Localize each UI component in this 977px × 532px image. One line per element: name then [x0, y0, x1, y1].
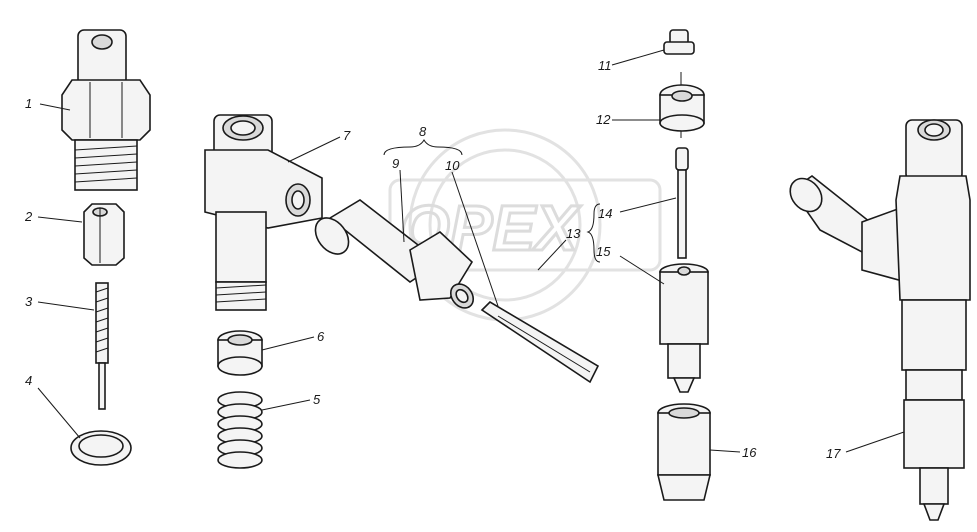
- callout-1: 1: [25, 96, 32, 111]
- part-16-nozzle-nut: [656, 403, 712, 501]
- callout-7: 7: [343, 128, 351, 143]
- callout-10: 10: [445, 158, 460, 173]
- callout-labels: 1 2 3 4 5 6 7 8 9 10 11 12 13 14 15 16 1…: [24, 58, 841, 461]
- callout-14: 14: [598, 206, 612, 221]
- part-9-diagonal-fitting: [314, 199, 475, 309]
- part-10-flat-bar: [480, 300, 600, 384]
- callout-11: 11: [598, 58, 612, 73]
- callout-4: 4: [25, 373, 32, 388]
- part-5-spring: [217, 391, 263, 469]
- callout-15: 15: [596, 244, 611, 259]
- part-4-washer: [70, 430, 132, 466]
- part-1-union-fitting: [61, 29, 151, 191]
- callout-3: 3: [25, 294, 33, 309]
- callout-8: 8: [419, 124, 427, 139]
- leader-lines: [37, 49, 905, 453]
- callout-12: 12: [596, 112, 611, 127]
- part-17-assembled-injector: [789, 119, 971, 521]
- part-12-valve-body: [659, 72, 705, 138]
- callout-5: 5: [313, 392, 321, 407]
- part-11-cap: [663, 29, 695, 55]
- part-2-small-nut: [83, 203, 125, 266]
- part-6-sleeve: [217, 330, 263, 376]
- part-14-needle: [675, 147, 689, 259]
- part-3-rod: [95, 282, 109, 410]
- callout-17: 17: [826, 446, 841, 461]
- callout-13: 13: [566, 226, 581, 241]
- callout-2: 2: [24, 209, 33, 224]
- callout-6: 6: [317, 329, 325, 344]
- part-7-tee-body: [204, 114, 323, 311]
- callout-9: 9: [392, 156, 399, 171]
- part-15-nozzle: [659, 263, 709, 393]
- callout-16: 16: [742, 445, 757, 460]
